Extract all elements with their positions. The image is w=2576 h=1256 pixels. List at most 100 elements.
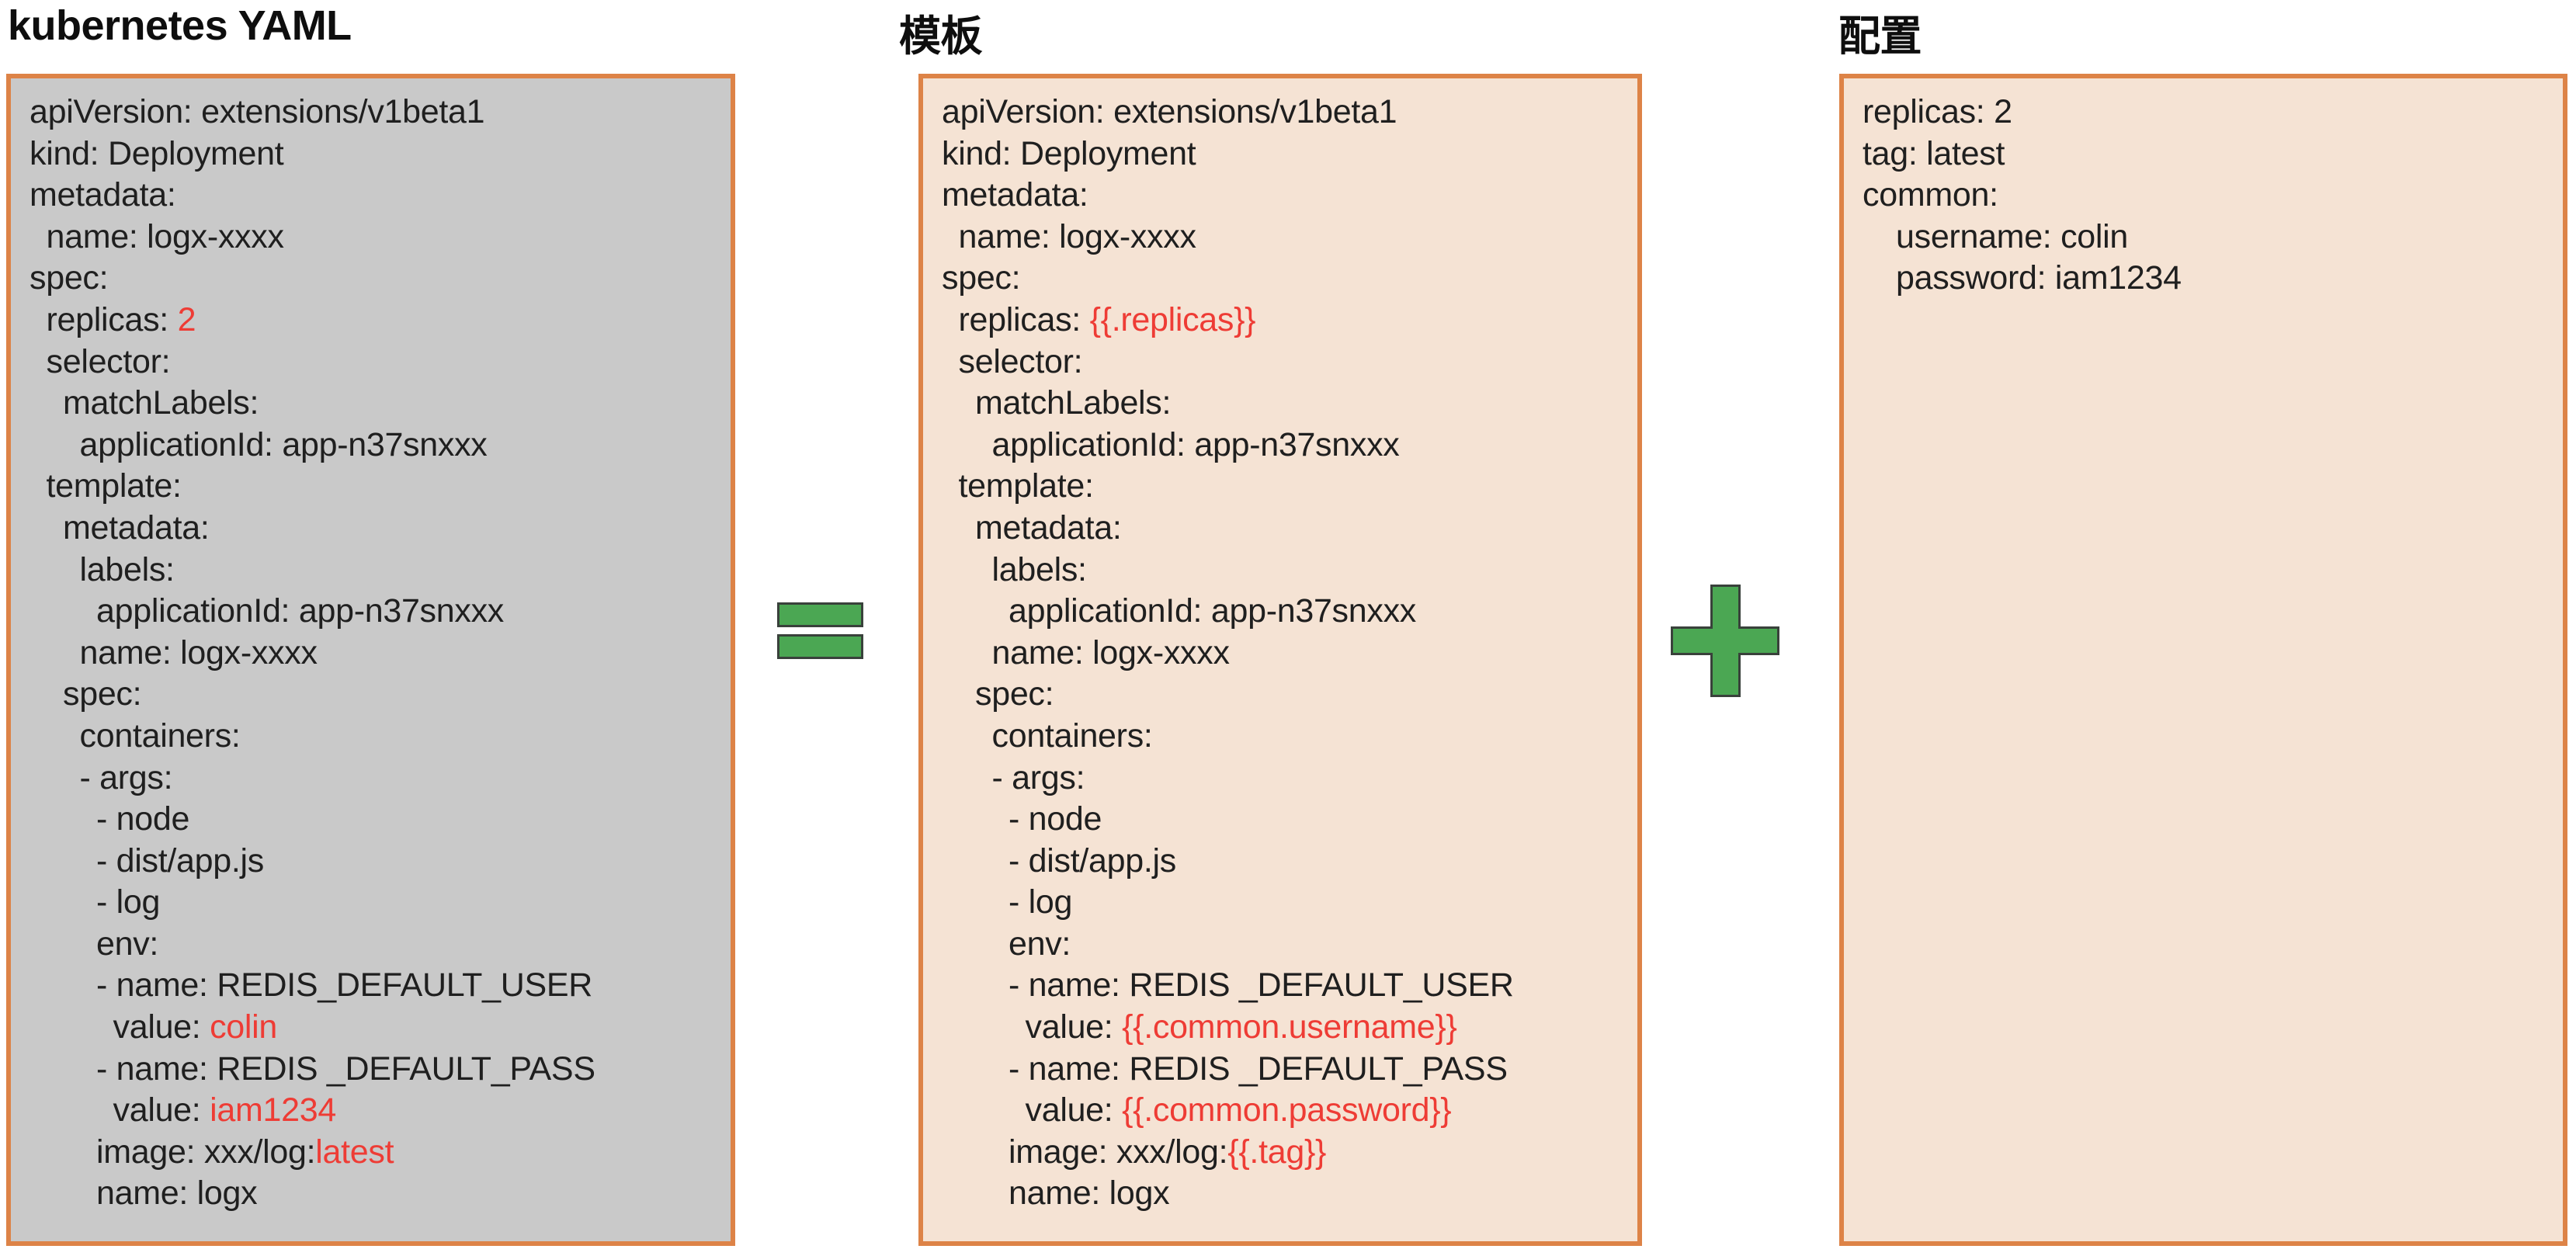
code-line: spec:: [30, 258, 726, 300]
code-text: applicationId: app-n37snxxx: [79, 425, 488, 463]
code-line: password: iam1234: [1863, 258, 2558, 300]
code-text: applicationId: app-n37snxxx: [991, 425, 1400, 463]
kubernetes-yaml-code: apiVersion: extensions/v1beta1 kind: Depl…: [11, 78, 731, 1215]
code-line: - log: [30, 882, 726, 924]
code-line: selector:: [30, 342, 726, 383]
code-line: matchLabels:: [30, 383, 726, 425]
code-line: metadata:: [942, 508, 1633, 550]
code-text: - node: [1009, 800, 1102, 838]
highlighted-value: latest: [315, 1133, 394, 1171]
template-code: apiVersion: extensions/v1beta1 kind: Depl…: [923, 78, 1637, 1215]
code-text: matchLabels:: [975, 384, 1172, 422]
code-line: name: logx-xxxx: [942, 633, 1633, 675]
code-text: common:: [1863, 176, 1998, 214]
code-line: value: {{.common.username}}: [942, 1007, 1633, 1049]
code-text: metadata:: [975, 508, 1122, 546]
code-text: password: iam1234: [1896, 259, 2182, 297]
code-line: template:: [942, 466, 1633, 508]
code-line: applicationId: app-n37snxxx: [30, 591, 726, 633]
code-line: applicationId: app-n37snxxx: [30, 425, 726, 467]
code-text: labels:: [991, 550, 1088, 588]
code-text: value:: [113, 1008, 210, 1046]
code-text: selector:: [958, 342, 1083, 380]
code-line: - node: [942, 799, 1633, 841]
code-line: tag: latest: [1863, 134, 2558, 175]
code-line: containers:: [942, 716, 1633, 758]
code-text: env:: [96, 925, 159, 963]
code-text: kind: Deployment: [942, 134, 1196, 172]
config-code: replicas: 2 tag: latest common:username: c…: [1844, 78, 2563, 300]
code-text: apiVersion: extensions/v1beta1: [30, 93, 485, 130]
code-line: value: {{.common.password}}: [942, 1090, 1633, 1132]
code-line: value: colin: [30, 1007, 726, 1049]
code-line: env:: [942, 924, 1633, 966]
code-text: tag: latest: [1863, 134, 2005, 172]
highlighted-value: {{.common.username}}: [1122, 1008, 1457, 1046]
config-panel: replicas: 2 tag: latest common:username: c…: [1839, 74, 2567, 1246]
code-line: name: logx-xxxx: [942, 217, 1633, 258]
code-text: - name: REDIS_DEFAULT_USER: [96, 966, 592, 1004]
panel-title-config: 配置: [1838, 13, 1922, 60]
code-text: username: colin: [1896, 217, 2129, 255]
code-text: env:: [1009, 925, 1071, 963]
code-text: image: xxx/log:: [96, 1133, 316, 1171]
code-line: - args:: [942, 758, 1633, 800]
code-text: - name: REDIS _DEFAULT_PASS: [1009, 1050, 1508, 1088]
code-text: applicationId: app-n37snxxx: [1009, 592, 1416, 630]
code-line: username: colin: [1863, 217, 2558, 258]
template-panel: apiVersion: extensions/v1beta1 kind: Depl…: [918, 74, 1642, 1246]
code-line: template:: [30, 466, 726, 508]
panel-title-template: 模板: [899, 13, 983, 60]
code-text: replicas:: [958, 300, 1090, 338]
code-text: selector:: [46, 342, 171, 380]
code-line: kind: Deployment: [30, 134, 726, 175]
code-text: apiVersion: extensions/v1beta1: [942, 93, 1397, 130]
code-line: labels:: [942, 550, 1633, 592]
code-text: - name: REDIS _DEFAULT_PASS: [96, 1050, 595, 1088]
code-line: applicationId: app-n37snxxx: [942, 425, 1633, 467]
code-line: labels:: [30, 550, 726, 592]
code-text: name: logx-xxxx: [991, 633, 1230, 671]
panel-title-kubernetes-yaml: kubernetes YAML: [8, 2, 352, 49]
code-text: template:: [958, 467, 1094, 505]
code-text: - log: [96, 883, 161, 921]
code-line: value: iam1234: [30, 1090, 726, 1132]
code-line: name: logx-xxxx: [30, 217, 726, 258]
code-line: env:: [30, 924, 726, 966]
code-line: apiVersion: extensions/v1beta1: [942, 92, 1633, 134]
code-text: name: logx: [1009, 1174, 1170, 1213]
code-text: - node: [96, 800, 190, 838]
code-line: containers:: [30, 716, 726, 758]
code-text: - args:: [991, 758, 1085, 796]
code-text: kind: Deployment: [30, 134, 284, 172]
code-text: spec:: [30, 259, 109, 297]
highlighted-value: iam1234: [210, 1091, 336, 1129]
code-line: replicas: 2: [1863, 92, 2558, 134]
plus-icon: [1671, 585, 1779, 697]
code-line: metadata:: [30, 175, 726, 217]
code-text: - name: REDIS _DEFAULT_USER: [1009, 966, 1514, 1004]
code-line: - name: REDIS _DEFAULT_USER: [942, 965, 1633, 1007]
code-text: name: logx: [96, 1174, 258, 1213]
code-line: - node: [30, 799, 726, 841]
code-line: metadata:: [942, 175, 1633, 217]
code-text: metadata:: [30, 176, 176, 214]
highlighted-value: {{.replicas}}: [1089, 300, 1256, 338]
code-line: - name: REDIS _DEFAULT_PASS: [942, 1049, 1633, 1091]
code-line: - log: [942, 882, 1633, 924]
code-line: spec:: [30, 674, 726, 716]
code-text: name: logx-xxxx: [46, 217, 284, 255]
code-text: labels:: [79, 550, 175, 588]
code-line: name: logx: [942, 1173, 1633, 1215]
code-text: name: logx-xxxx: [958, 217, 1196, 255]
code-line: spec:: [942, 258, 1633, 300]
code-line: apiVersion: extensions/v1beta1: [30, 92, 726, 134]
highlighted-value: {{.tag}}: [1227, 1133, 1327, 1171]
code-text: - args:: [79, 758, 173, 796]
code-line: - name: REDIS _DEFAULT_PASS: [30, 1049, 726, 1091]
code-line: metadata:: [30, 508, 726, 550]
code-text: - log: [1009, 883, 1073, 921]
code-text: replicas: 2: [1863, 93, 2012, 130]
code-line: name: logx-xxxx: [30, 633, 726, 675]
